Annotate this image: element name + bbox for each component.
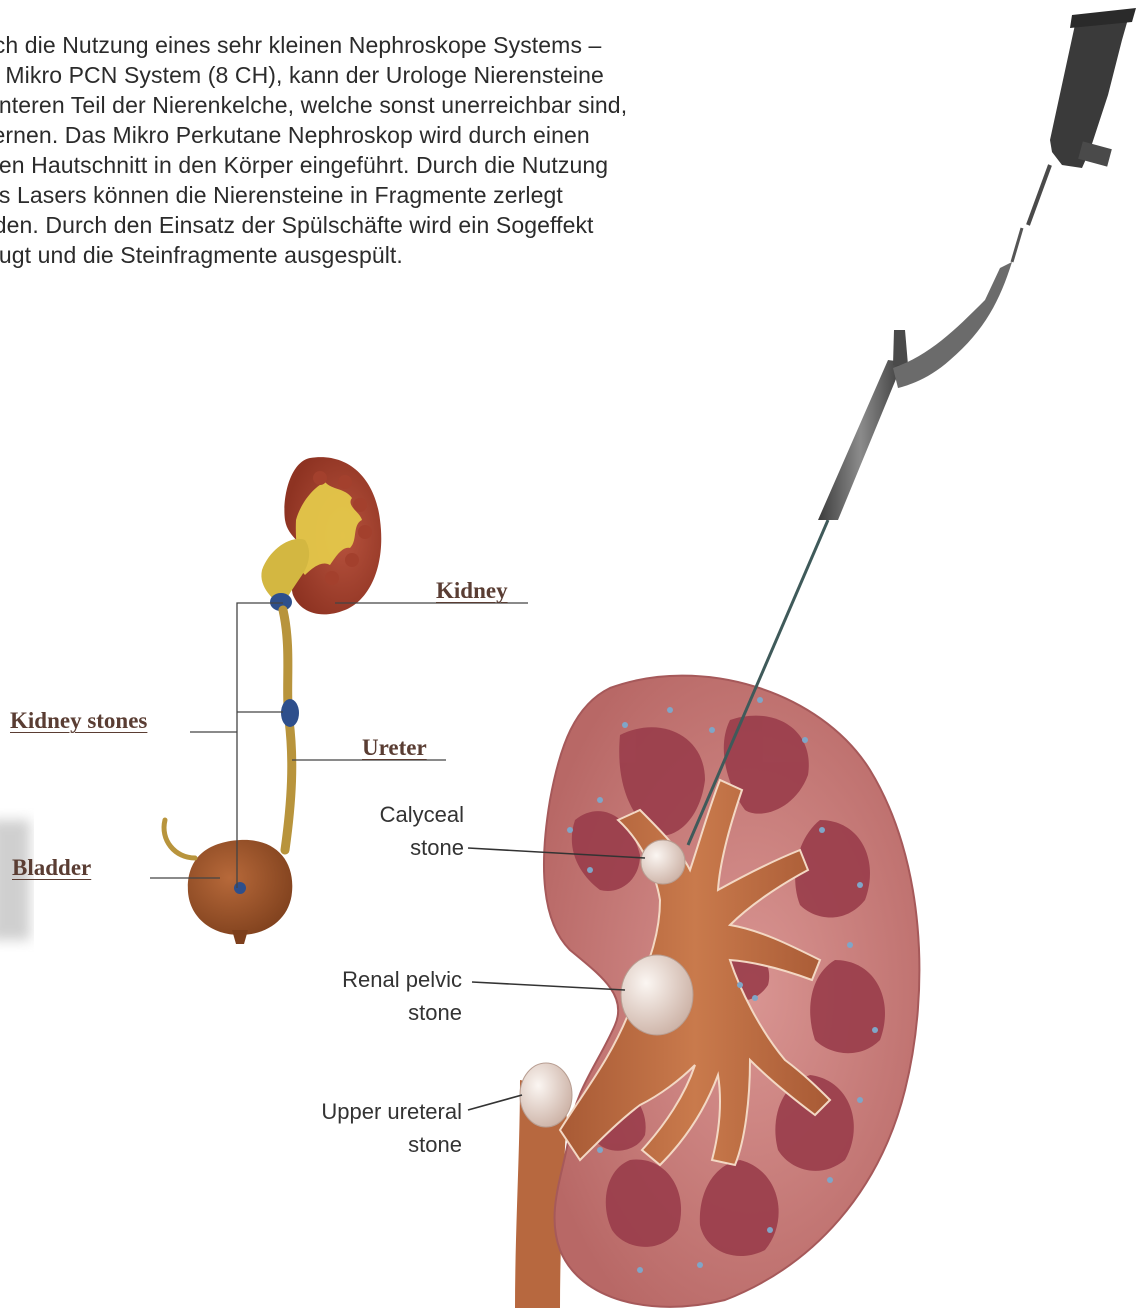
label-upper-ureteral-stone-line-2: stone	[321, 1128, 462, 1161]
scope-top-tube	[893, 330, 908, 365]
intro-line-4: fernen. Das Mikro Perkutane Nephroskop w…	[0, 120, 826, 150]
small-bladder-stone	[234, 882, 246, 894]
renal-pelvic-stone	[621, 955, 693, 1035]
calyceal-stone	[641, 840, 685, 884]
small-ureter-stone	[281, 699, 299, 727]
kidney-cross-section	[468, 676, 919, 1308]
small-urethra	[232, 930, 248, 944]
scope-side-port	[893, 262, 1012, 388]
intro-line-1: rch die Nutzung eines sehr kleinen Nephr…	[0, 30, 826, 60]
scope-cable	[1012, 228, 1022, 262]
intro-line-5: nen Hautschnitt in den Körper eingeführt…	[0, 150, 826, 180]
intro-line-2: n Mikro PCN System (8 CH), kann der Urol…	[0, 60, 826, 90]
label-bladder: Bladder	[12, 855, 91, 881]
intro-line-3: unteren Teil der Nierenkelche, welche so…	[0, 90, 826, 120]
label-upper-ureteral-stone-line-1: Upper ureteral	[321, 1095, 462, 1128]
intro-line-6: es Lasers können die Nierensteine in Fra…	[0, 180, 826, 210]
label-kidney-stones: Kidney stones	[10, 708, 147, 734]
intro-line-8: eugt und die Steinfragmente ausgespült.	[0, 240, 826, 270]
small-bladder-ureter	[164, 820, 195, 858]
label-renal-pelvic-stone: Renal pelvic stone	[342, 963, 462, 1029]
upper-ureteral-stone	[520, 1063, 572, 1127]
small-ureter	[283, 610, 292, 850]
label-calyceal-stone-line-1: Calyceal	[380, 798, 464, 831]
intro-paragraph: rch die Nutzung eines sehr kleinen Nephr…	[0, 30, 826, 270]
intro-line-7: rden. Durch den Einsatz der Spülschäfte …	[0, 210, 826, 240]
label-renal-pelvic-stone-line-1: Renal pelvic	[342, 963, 462, 996]
scope-handle-tip	[1028, 165, 1050, 225]
urinary-tract-overview	[150, 457, 528, 944]
label-calyceal-stone: Calyceal stone	[380, 798, 464, 864]
label-kidney: Kidney	[436, 578, 508, 604]
label-upper-ureteral-stone: Upper ureteral stone	[321, 1095, 462, 1161]
scope-shaft	[818, 360, 903, 520]
label-calyceal-stone-line-2: stone	[380, 831, 464, 864]
label-ureter: Ureter	[362, 735, 427, 761]
small-leader-lines	[150, 603, 528, 888]
label-renal-pelvic-stone-line-2: stone	[342, 996, 462, 1029]
